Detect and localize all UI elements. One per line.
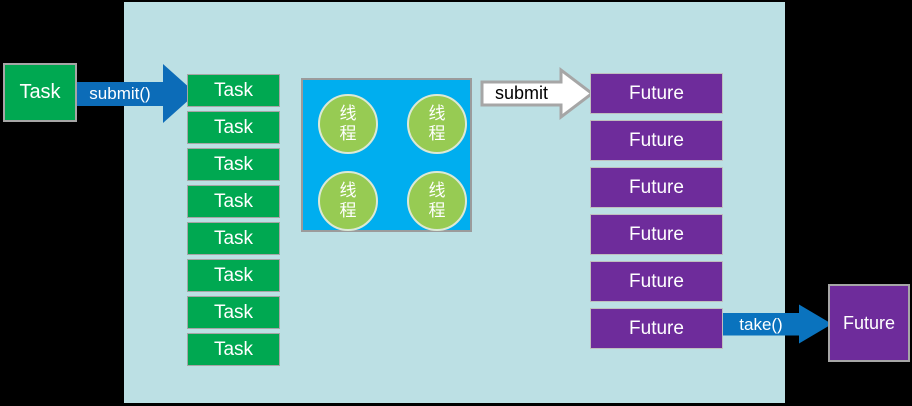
task-queue-item: Task	[187, 74, 280, 107]
task-queue: Task Task Task Task Task Task Task Task	[187, 74, 280, 366]
result-future-label: Future	[842, 312, 896, 333]
future-queue-item: Future	[590, 167, 723, 208]
result-future-box: Future	[828, 284, 910, 362]
thread-pool-box: 线程 线程 线程 线程	[301, 78, 472, 232]
thread-label: 线程	[339, 104, 357, 143]
future-queue-item: Future	[590, 214, 723, 255]
future-queue-item: Future	[590, 308, 723, 349]
task-source-box: Task	[3, 63, 77, 122]
task-source-label: Task	[19, 81, 61, 103]
thread-label: 线程	[339, 181, 357, 220]
thread-circle: 线程	[318, 94, 378, 154]
task-queue-item: Task	[187, 259, 280, 292]
task-queue-item: Task	[187, 148, 280, 181]
future-queue: Future Future Future Future Future Futur…	[590, 73, 723, 349]
thread-circle: 线程	[407, 171, 467, 231]
task-queue-item: Task	[187, 296, 280, 329]
task-queue-item: Task	[187, 222, 280, 255]
thread-label: 线程	[428, 104, 446, 143]
task-queue-item: Task	[187, 185, 280, 218]
thread-circle: 线程	[318, 171, 378, 231]
thread-circle: 线程	[407, 94, 467, 154]
future-queue-item: Future	[590, 73, 723, 114]
future-queue-item: Future	[590, 261, 723, 302]
task-queue-item: Task	[187, 111, 280, 144]
future-queue-item: Future	[590, 120, 723, 161]
task-queue-item: Task	[187, 333, 280, 366]
thread-label: 线程	[428, 181, 446, 220]
